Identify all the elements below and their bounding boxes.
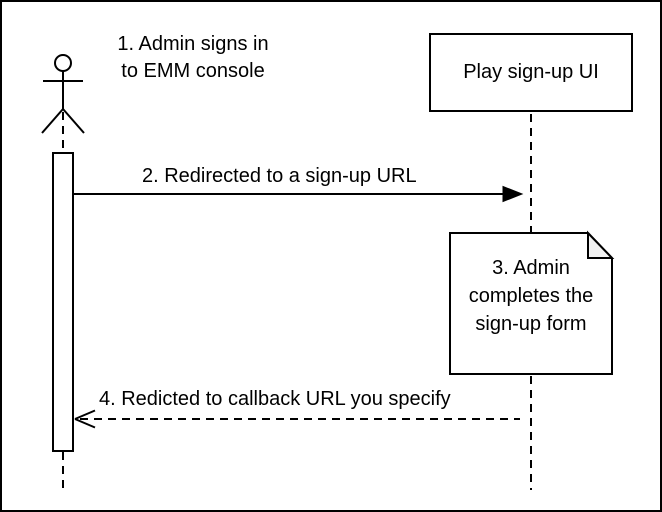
participant-label: Play sign-up UI	[463, 61, 599, 83]
message-2-arrowhead-icon	[502, 185, 524, 203]
actor-label-line2: to EMM console	[121, 60, 265, 82]
actor-head	[54, 54, 72, 72]
note-label: 3. Admin completes the sign-up form	[450, 254, 612, 338]
note-label-line2: completes the	[468, 285, 594, 307]
message-4-arrowhead-upper	[74, 409, 96, 420]
actor-label-line1: 1. Admin signs in	[117, 33, 269, 55]
note-shape	[449, 230, 615, 375]
actor-icon	[41, 54, 85, 134]
participant-box: Play sign-up UI	[429, 33, 633, 112]
note-label-line3: sign-up form	[475, 313, 587, 335]
actor-label: 1. Admin signs in to EMM console	[97, 31, 289, 85]
actor-leg-right	[62, 108, 85, 134]
note-outline	[449, 232, 613, 375]
note-label-line1: 3. Admin	[492, 257, 570, 279]
message-4-label: 4. Redicted to callback URL you specify	[99, 388, 451, 410]
actor-leg-left	[41, 108, 64, 134]
message-4-arrowhead-lower	[74, 418, 96, 429]
note-fold-icon	[587, 230, 615, 259]
message-4-arrow	[74, 409, 520, 429]
message-2-label: 2. Redirected to a sign-up URL	[142, 165, 417, 187]
activation-bar	[52, 152, 74, 452]
message-2-arrow	[74, 185, 524, 203]
